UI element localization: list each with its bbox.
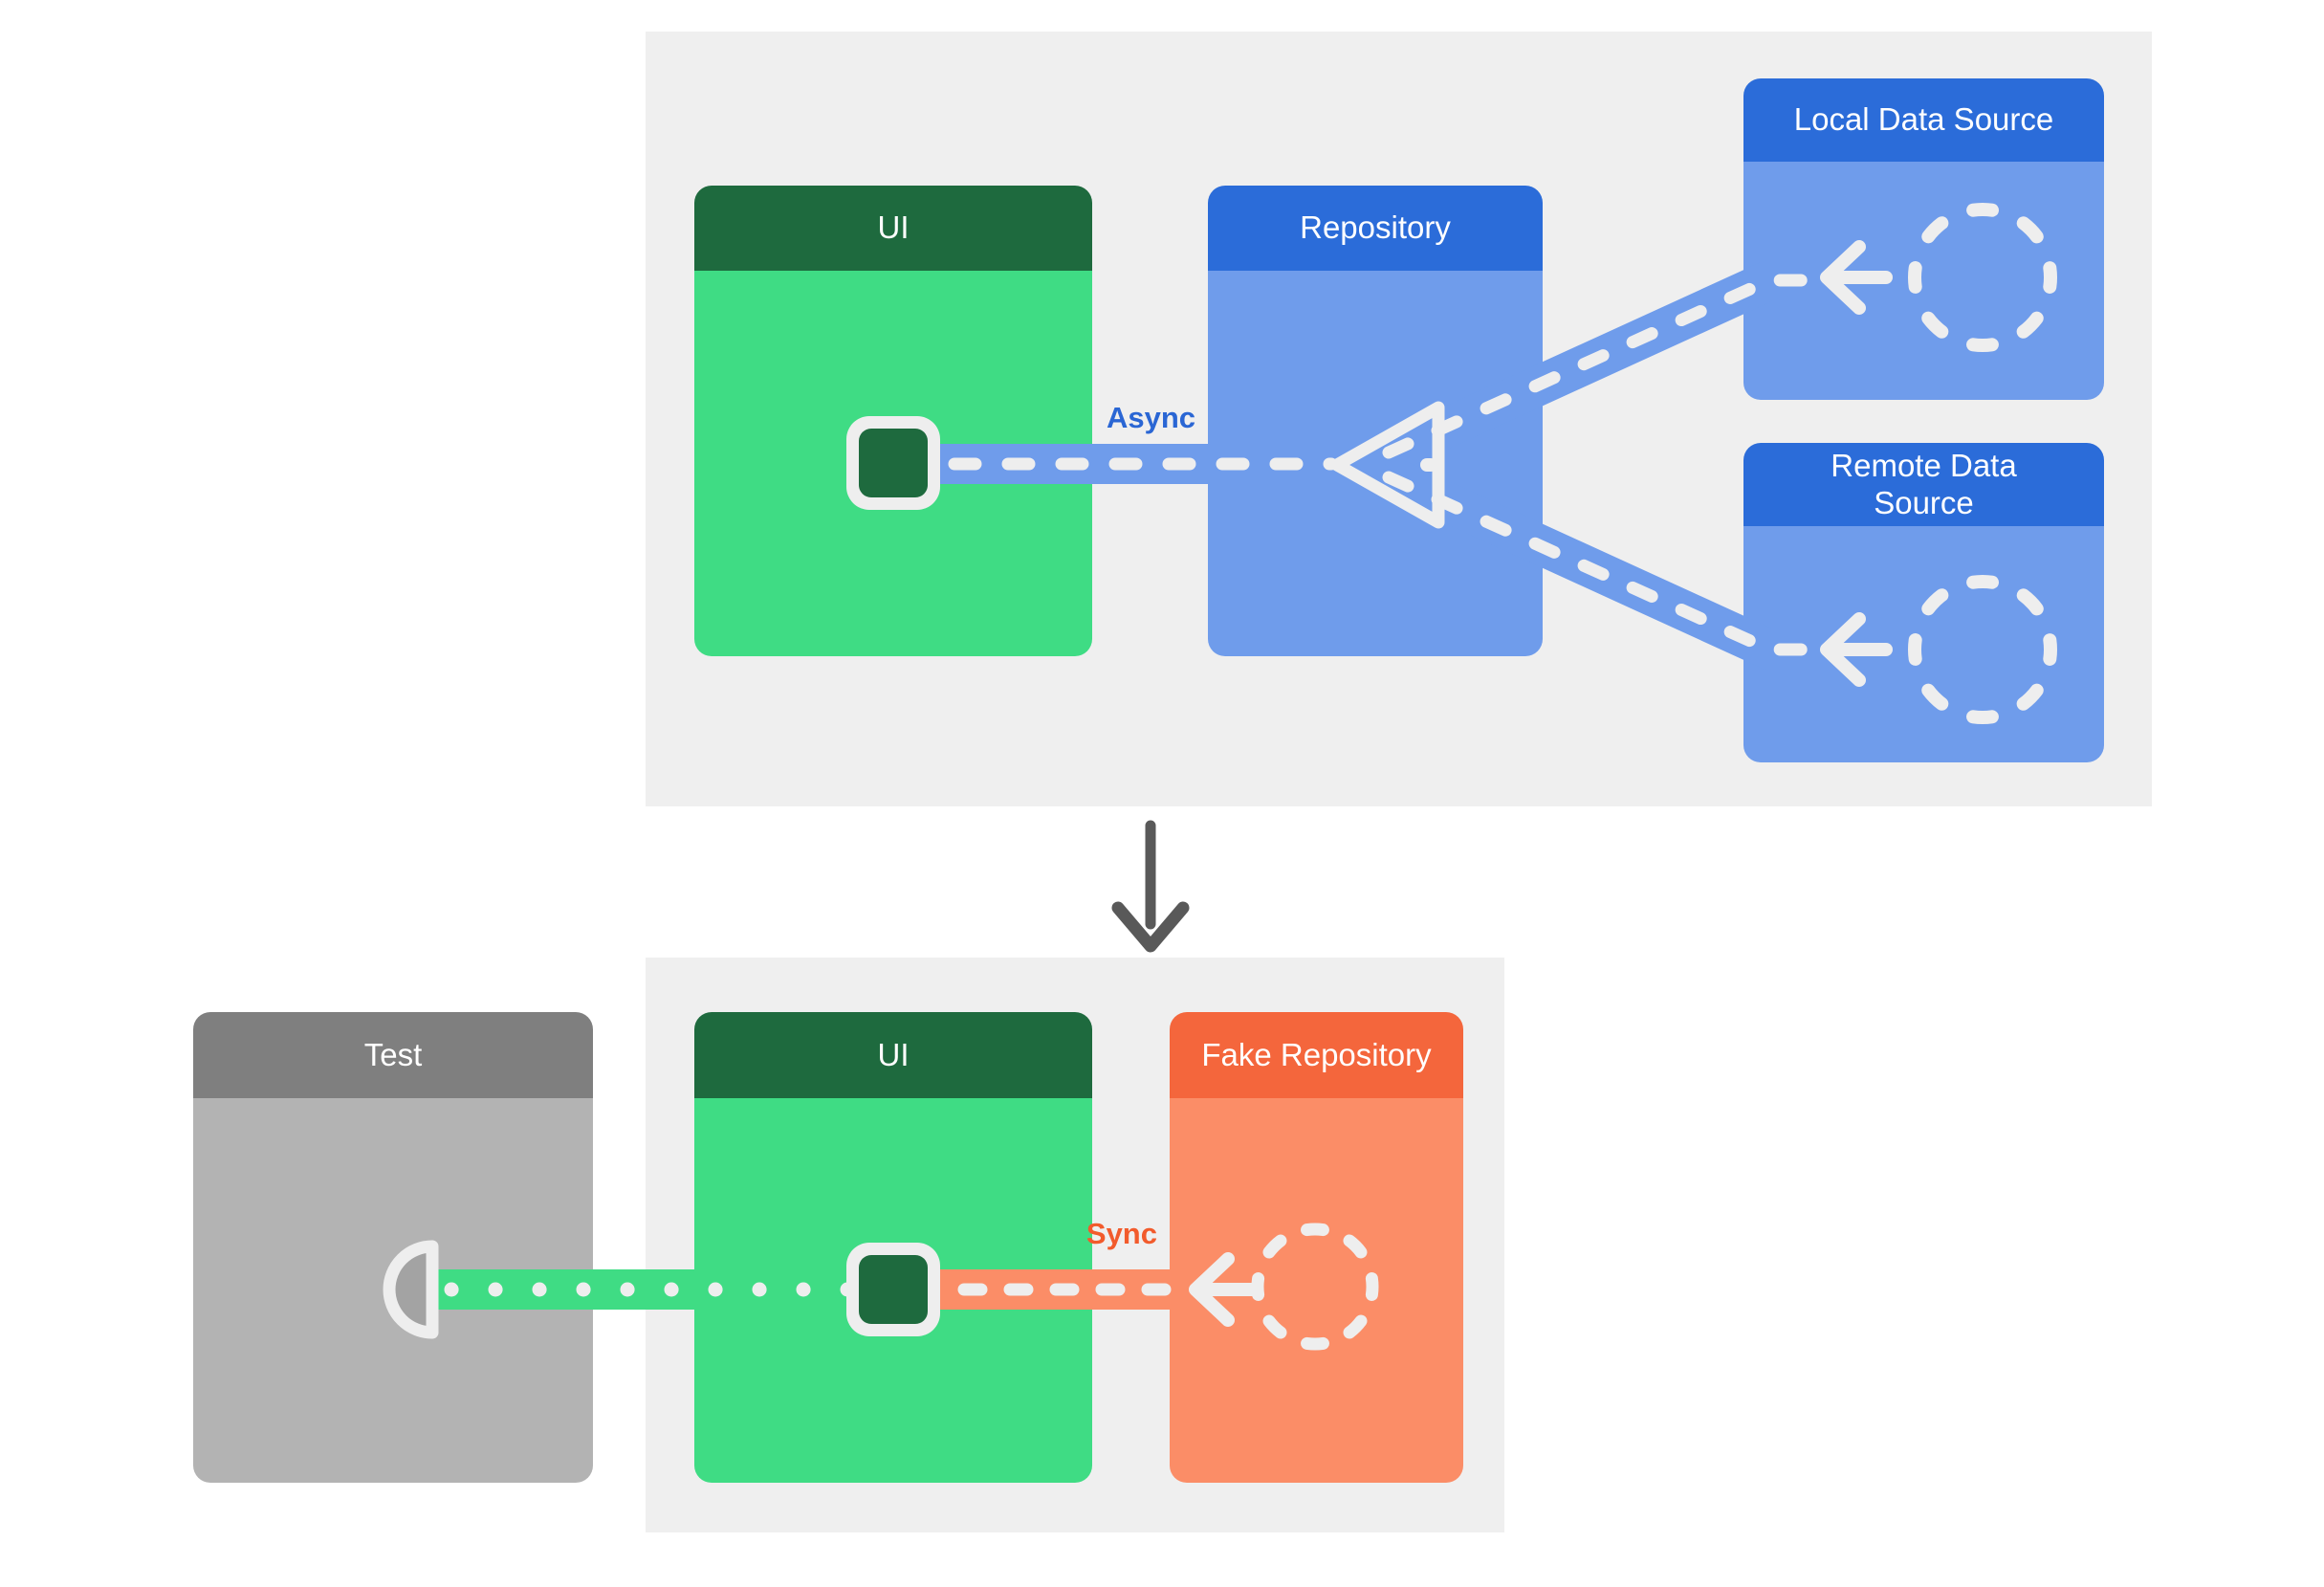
async-connection-label: Async xyxy=(1106,401,1195,434)
sync-connection xyxy=(940,1223,1379,1351)
merge-triangle-icon xyxy=(1330,401,1445,529)
local-data-source-flow xyxy=(1820,203,2057,352)
ui-box-top-title: UI xyxy=(877,209,910,246)
lower-branch-dashes xyxy=(1382,471,1810,656)
repository-box-title: Repository xyxy=(1300,209,1451,246)
upper-branch-dashes xyxy=(1382,274,1810,459)
sync-connection-label: Sync xyxy=(1085,1217,1157,1250)
local-data-source-header: Local Data Source xyxy=(1743,78,2104,162)
fake-repository-title: Fake Repository xyxy=(1201,1036,1432,1072)
test-box-header: Test xyxy=(193,1012,593,1098)
remote-data-source-flow xyxy=(1820,575,2057,724)
socket-icon xyxy=(846,416,940,510)
remote-data-source-title: Remote Data Source xyxy=(1831,447,2017,520)
test-ui-connection xyxy=(383,1240,893,1339)
plug-icon xyxy=(383,1240,439,1339)
left-arrow-icon xyxy=(1820,612,1893,687)
fake-repository-header: Fake Repository xyxy=(1170,1012,1463,1098)
local-data-source-title: Local Data Source xyxy=(1793,101,2054,138)
dashed-circle-icon xyxy=(1908,203,2057,352)
left-arrow-icon xyxy=(1189,1252,1261,1327)
remote-data-source-header: Remote Data Source xyxy=(1743,443,2104,526)
dashed-circle-icon xyxy=(1251,1223,1379,1351)
test-box-title: Test xyxy=(363,1036,423,1072)
left-arrow-icon xyxy=(1820,240,1893,315)
ui-box-bottom-title: UI xyxy=(877,1036,910,1072)
ui-box-top-header: UI xyxy=(694,186,1092,271)
socket-icon xyxy=(846,1243,940,1336)
ui-box-bottom-header: UI xyxy=(694,1012,1092,1098)
dashed-circle-icon xyxy=(1908,575,2057,724)
repository-box-header: Repository xyxy=(1208,186,1543,271)
down-arrow-icon xyxy=(1111,820,1190,953)
async-connection xyxy=(893,260,1825,670)
